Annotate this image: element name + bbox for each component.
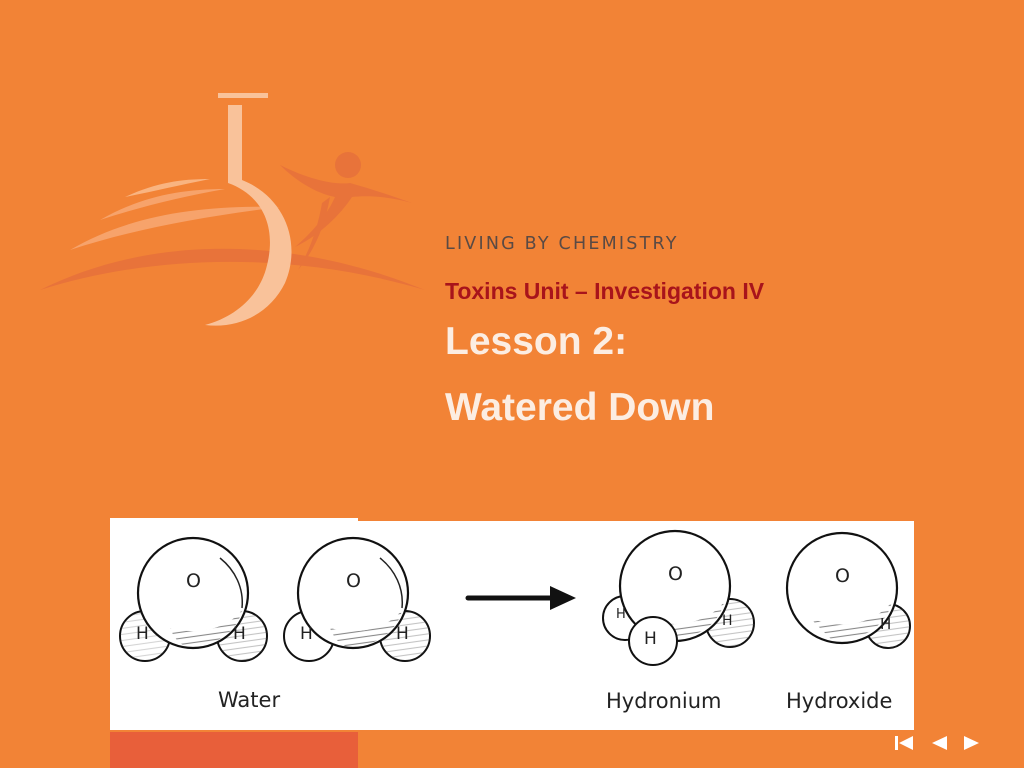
oxygen-label-4: O — [835, 565, 850, 587]
decorative-strip — [110, 732, 358, 768]
lesson-title: Watered Down — [445, 386, 715, 429]
previous-slide-icon — [932, 736, 947, 750]
hydronium-molecule — [602, 529, 755, 666]
hydrogen-label-4: H — [880, 615, 892, 633]
brand-wordmark: LIVING BY CHEMISTRY — [445, 234, 679, 254]
oxygen-label-1: O — [186, 570, 201, 592]
hydrogen-label-3a: H — [616, 607, 626, 622]
hydronium-caption: Hydronium — [606, 689, 722, 713]
first-slide-icon — [895, 736, 913, 750]
water-molecule-1 — [119, 536, 268, 662]
hydrogen-label-2b: H — [396, 624, 409, 644]
next-slide-button[interactable] — [961, 732, 983, 754]
living-by-chemistry-logo — [40, 93, 425, 326]
oxygen-label-2: O — [346, 570, 361, 592]
hydrogen-label-2a: H — [300, 624, 313, 644]
hydroxide-caption: Hydroxide — [786, 689, 893, 713]
oxygen-label-3: O — [668, 563, 683, 585]
first-slide-button[interactable] — [893, 732, 915, 754]
hydrogen-label-3b: H — [644, 629, 657, 649]
unit-subtitle: Toxins Unit – Investigation IV — [445, 278, 765, 304]
previous-slide-button[interactable] — [928, 732, 950, 754]
molecules-drawing — [119, 529, 911, 666]
reaction-arrow-icon — [465, 586, 576, 610]
hydroxide-molecule — [785, 531, 911, 649]
water-caption: Water — [218, 688, 281, 712]
hydrogen-label-1a: H — [136, 624, 149, 644]
hydrogen-label-3c: H — [722, 613, 733, 629]
hydrogen-label-1b: H — [233, 624, 246, 644]
lesson-number: Lesson 2: — [445, 320, 628, 363]
next-slide-icon — [964, 736, 979, 750]
water-molecule-2 — [283, 536, 431, 662]
molecule-illustration: O H H O H H O H H H O H Water Hydronium … — [110, 518, 914, 730]
